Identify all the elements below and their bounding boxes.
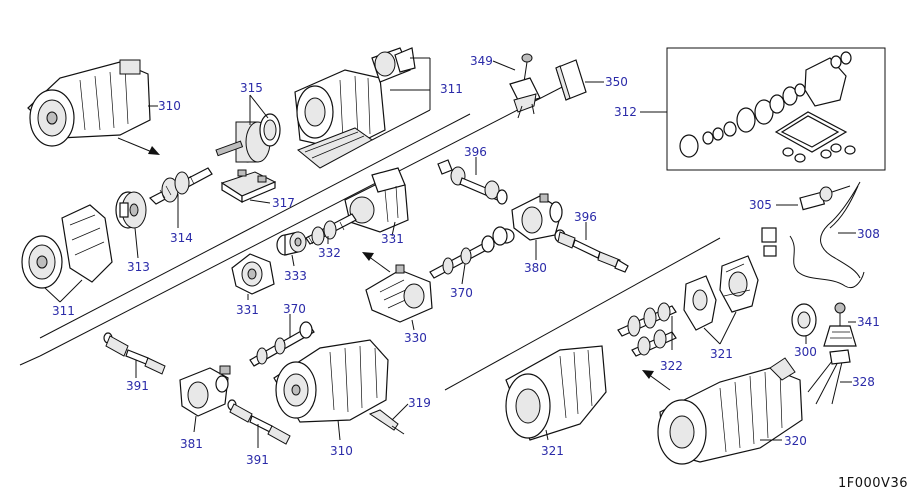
control-unit-350-drawing[interactable] <box>555 59 587 101</box>
callout-312: 312 <box>614 105 637 119</box>
section-dividers <box>19 82 721 391</box>
gasket-kit-312-drawing[interactable] <box>679 51 856 163</box>
propeller-shaft-396-right-drawing[interactable] <box>554 229 629 273</box>
callout-319: 319 <box>408 396 431 410</box>
callout-314: 314 <box>170 231 193 245</box>
callout-332: 332 <box>318 246 341 260</box>
callout-317: 317 <box>272 196 295 210</box>
automatic-transmission-310-top-drawing[interactable] <box>27 59 151 147</box>
callout-391-bottom: 391 <box>246 453 269 467</box>
adapter-331-drawing[interactable] <box>231 253 275 295</box>
callout-321-top: 321 <box>710 347 733 361</box>
sensor-305-drawing[interactable] <box>799 185 851 211</box>
converter-housing-311-drawing[interactable] <box>21 204 113 289</box>
callout-310-top: 310 <box>158 99 181 113</box>
drive-shaft-391-left-drawing[interactable] <box>103 332 166 375</box>
callout-350: 350 <box>605 75 628 89</box>
callout-396-right: 396 <box>574 210 597 224</box>
clutch-pack-315-drawing[interactable] <box>215 113 281 163</box>
oil-pump-313-drawing[interactable] <box>115 191 147 229</box>
arrow-icon-manual <box>642 370 671 391</box>
callout-321-bottom: 321 <box>541 444 564 458</box>
shift-fork-328-drawing[interactable] <box>807 349 851 405</box>
callout-300: 300 <box>794 345 817 359</box>
callout-391-left: 391 <box>126 379 149 393</box>
propeller-shaft-370-middle-drawing[interactable] <box>429 226 508 279</box>
transfer-shaft-332-drawing[interactable] <box>305 213 357 246</box>
propeller-shaft-370-lower-drawing[interactable] <box>249 321 315 367</box>
transfer-assembly-330-drawing[interactable] <box>365 264 433 323</box>
callout-305: 305 <box>749 198 772 212</box>
valve-body-317-drawing[interactable] <box>220 169 277 204</box>
manual-transmission-case-321-top-drawing[interactable] <box>683 255 759 331</box>
flywheel-300-drawing[interactable] <box>791 303 817 337</box>
callout-396-top: 396 <box>464 145 487 159</box>
diagram-code: 1F000V36 <box>838 476 908 491</box>
dipstick-319-drawing[interactable] <box>368 409 405 435</box>
callout-380: 380 <box>524 261 547 275</box>
front-differential-381-drawing[interactable] <box>179 365 231 417</box>
input-shaft-314-drawing[interactable] <box>148 167 213 205</box>
bushing-333-drawing[interactable] <box>276 231 307 256</box>
divider-line-lower <box>39 82 571 357</box>
arrow-icon-310 <box>117 137 160 155</box>
callout-330: 330 <box>404 331 427 345</box>
manual-transmission-320-drawing[interactable] <box>657 357 803 465</box>
callout-370-lower: 370 <box>283 302 306 316</box>
callout-320: 320 <box>784 434 807 448</box>
callout-311-bottom: 311 <box>52 304 75 318</box>
automatic-transmission-310-bottom-drawing[interactable] <box>273 339 389 423</box>
callout-349: 349 <box>470 54 493 68</box>
callout-311-top: 311 <box>440 82 463 96</box>
callout-333: 333 <box>284 269 307 283</box>
callout-328: 328 <box>852 375 875 389</box>
harness-308-drawing[interactable] <box>761 181 865 288</box>
shift-lever-349-drawing[interactable] <box>509 53 541 119</box>
divider-line-lower-left-stub <box>19 355 41 366</box>
callout-331-top: 331 <box>381 232 404 246</box>
callout-322: 322 <box>660 359 683 373</box>
callout-341: 341 <box>857 315 880 329</box>
arrow-icon-transfer <box>362 252 391 273</box>
drive-shaft-391-bottom-drawing[interactable] <box>227 399 291 445</box>
callout-308: 308 <box>857 227 880 241</box>
callout-381: 381 <box>180 437 203 451</box>
differential-380-drawing[interactable] <box>497 193 563 244</box>
transfer-case-331-drawing[interactable] <box>344 167 409 233</box>
propeller-shaft-396-top-drawing[interactable] <box>437 159 508 205</box>
gear-shafts-322-drawing[interactable] <box>617 302 677 357</box>
callout-331-bottom: 331 <box>236 303 259 317</box>
divider-line-right <box>444 237 721 391</box>
transmission-case-311-top-drawing[interactable] <box>294 47 416 169</box>
shift-boot-341-drawing[interactable] <box>823 302 857 347</box>
callout-370-middle: 370 <box>450 286 473 300</box>
callout-315: 315 <box>240 81 263 95</box>
callout-310-bottom: 310 <box>330 444 353 458</box>
divider-line-upper <box>39 113 471 339</box>
gasket-kit-box <box>666 47 886 171</box>
callout-313: 313 <box>127 260 150 274</box>
manual-transmission-case-321-bottom-drawing[interactable] <box>505 345 607 441</box>
